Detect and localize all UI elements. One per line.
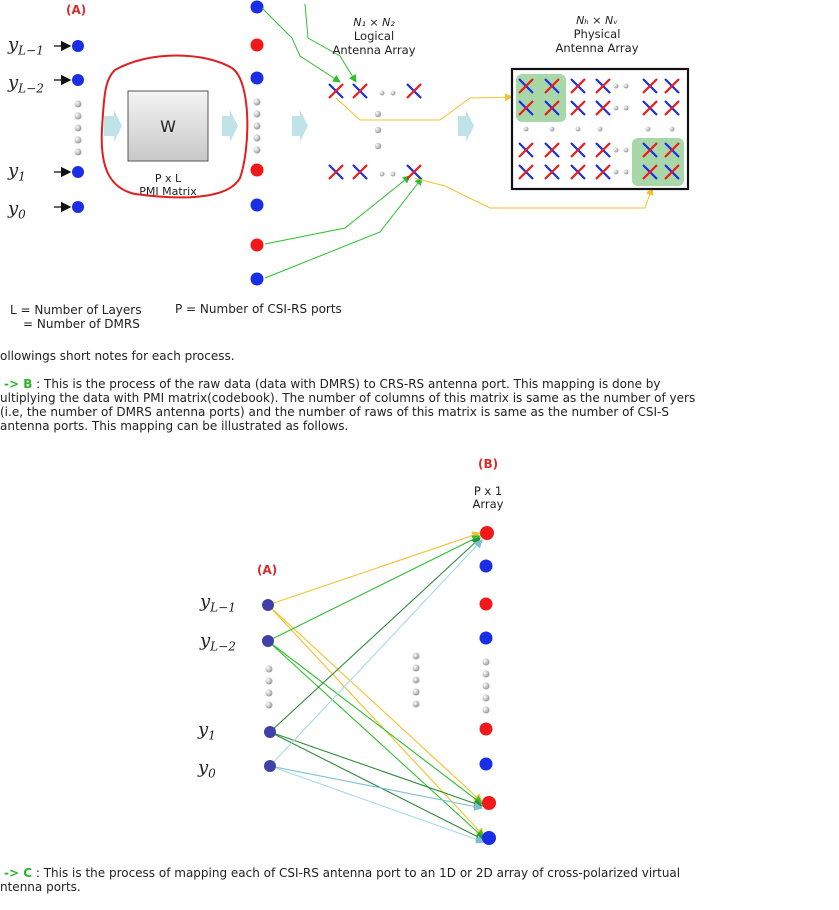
logical-caption-2: Antenna Array <box>333 43 416 57</box>
process-b-to-c-label: -> C <box>4 866 33 880</box>
input-dot <box>72 201 84 213</box>
figure2-diagram <box>262 526 496 845</box>
process-a-to-b-label: -> B <box>4 377 33 391</box>
input-arrows <box>54 40 72 213</box>
flow-arrow <box>458 110 474 142</box>
cross-polarized-element <box>570 100 586 116</box>
physical-antenna-array <box>518 78 680 180</box>
cross-polarized-element <box>642 142 658 158</box>
cross-polarized-element <box>664 100 680 116</box>
figure2-array-label: Array <box>472 497 504 511</box>
physical-caption-1: Physical <box>574 27 621 41</box>
flow-arrow <box>222 110 238 142</box>
cross-polarized-element <box>570 142 586 158</box>
cross-polarized-element <box>595 164 611 180</box>
fig2-input-label-y1: y1 <box>198 719 216 743</box>
logical-antenna-array <box>328 83 422 180</box>
legend-layers: L = Number of Layers <box>10 303 142 317</box>
logical-array-ellipsis <box>374 90 396 177</box>
process-b-to-c-note: -> C : This is the process of mapping ea… <box>0 866 720 894</box>
cross-polarized-element <box>595 78 611 94</box>
figure1-label-a: (A) <box>66 3 87 17</box>
cross-polarized-element <box>642 78 658 94</box>
input-ellipsis-dots <box>74 100 82 156</box>
legend-csi-rs-ports: P = Number of CSI-RS ports <box>175 302 342 316</box>
pmi-matrix-box <box>127 90 209 162</box>
process-a-to-b-body: : This is the process of the raw data (d… <box>0 377 696 433</box>
cross-polarized-element <box>595 142 611 158</box>
cross-polarized-element <box>595 100 611 116</box>
highlight-circle <box>100 54 249 199</box>
pmi-label: PMI Matrix <box>139 185 197 198</box>
cross-polarized-element <box>544 164 560 180</box>
physical-caption-2: Antenna Array <box>556 41 639 55</box>
cross-polarized-element <box>518 78 534 94</box>
port-mapping-lines <box>261 3 423 279</box>
csi-rs-port-column <box>250 0 264 286</box>
layer-input-dots <box>262 599 276 772</box>
figure2-label-a: (A) <box>257 563 278 577</box>
input-label-y1: y1 <box>8 160 26 184</box>
figure2-array-dims: P x 1 <box>473 484 503 498</box>
cross-polarized-element <box>664 142 680 158</box>
csi-rs-port-array <box>479 526 496 845</box>
layer-to-port-lines <box>267 531 486 844</box>
cross-polarized-element <box>664 164 680 180</box>
input-dot <box>72 166 84 178</box>
physical-dims: Nₕ × Nᵥ <box>576 14 618 27</box>
intro-text: ollowings short notes for each process. <box>0 349 235 363</box>
middle-ellipsis-dots <box>412 652 420 708</box>
flow-arrow <box>292 110 308 142</box>
legend-dmrs: = Number of DMRS <box>23 317 140 331</box>
cross-polarized-element <box>544 142 560 158</box>
pmi-matrix-symbol: W <box>160 117 176 136</box>
cross-polarized-element <box>518 100 534 116</box>
logical-caption-1: Logical <box>354 29 394 43</box>
cross-polarized-element <box>570 78 586 94</box>
input-label-yl2: yL−2 <box>8 72 44 96</box>
pmi-dims: P x L <box>155 172 182 185</box>
cross-polarized-element <box>518 142 534 158</box>
figure1-diagram: W P x L PMI Matrix N₁ × N₂ Logical Anten… <box>54 0 690 286</box>
input-label-y0: y0 <box>8 198 26 222</box>
flow-arrow <box>104 110 122 142</box>
input-dot <box>72 40 84 52</box>
cross-polarized-element <box>642 164 658 180</box>
figure2-label-b: (B) <box>478 457 499 471</box>
cross-polarized-element <box>544 100 560 116</box>
logical-to-physical-lines <box>335 93 654 209</box>
logical-dims: N₁ × N₂ <box>353 16 395 29</box>
input-label-yl1: yL−1 <box>8 34 44 58</box>
process-a-to-b-note: -> B : This is the process of the raw da… <box>0 377 710 433</box>
process-b-to-c-body: : This is the process of mapping each of… <box>0 866 681 894</box>
fig2-input-label-yl2: yL−2 <box>200 630 236 654</box>
cross-polarized-element <box>518 164 534 180</box>
cross-polarized-element <box>664 78 680 94</box>
fig2-input-label-y0: y0 <box>198 757 216 781</box>
cross-polarized-element <box>642 100 658 116</box>
physical-array-ellipsis <box>523 83 675 175</box>
cross-polarized-element <box>570 164 586 180</box>
cross-polarized-element <box>544 78 560 94</box>
fig2-input-label-yl1: yL−1 <box>200 591 236 615</box>
input-dot <box>72 74 84 86</box>
